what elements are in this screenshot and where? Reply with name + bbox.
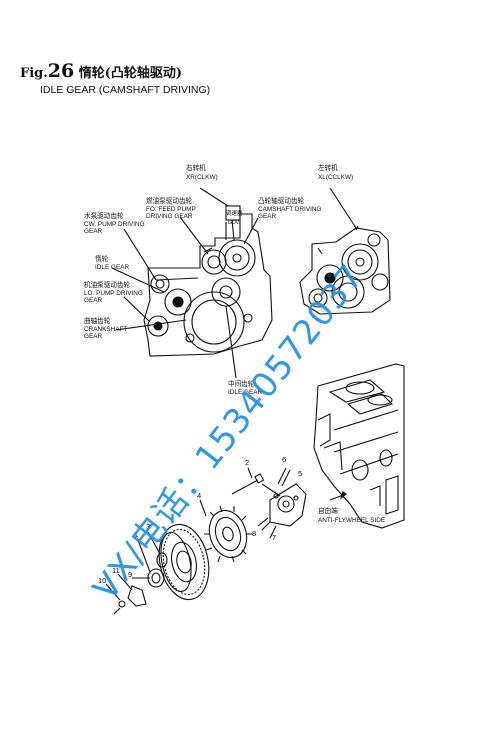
- label-right-rotation-en: XR(CLKW): [186, 174, 218, 181]
- part-number-10: 10: [98, 576, 107, 585]
- cw-pump-gear: [150, 274, 170, 294]
- label-left-rotation-cn: 左转机: [318, 164, 338, 172]
- label-governor: 调速器: [226, 211, 243, 217]
- label-intermediate-en: IDLE GEAR: [228, 389, 263, 396]
- figure-number: 26: [47, 60, 75, 82]
- label-intermediate-cn: 中间齿轮: [228, 380, 255, 388]
- part-number-6: 6: [282, 455, 287, 464]
- label-cw-pump-cn: 水泵驱动齿轮: [84, 212, 124, 220]
- crank-gear-xr: [183, 291, 245, 353]
- figure-subtitle: IDLE GEAR (CAMSHAFT DRIVING): [40, 84, 211, 96]
- label-lo-pump-en2: GEAR: [84, 297, 103, 304]
- figure-title-chinese: 惰轮(凸轮轴驱动): [78, 66, 183, 81]
- part-number-8: 8: [252, 529, 257, 538]
- shaft-housing: [269, 483, 307, 527]
- label-camshaft-en1: CAMSHAFT DRIVING: [258, 206, 322, 213]
- part-number-9: 9: [128, 570, 133, 579]
- label-cw-pump-en1: CW. PUMP DRIVING: [84, 221, 145, 228]
- label-fo-pump-cn: 燃油泵驱动齿轮: [146, 197, 193, 205]
- fo-pump-gear: [201, 249, 227, 275]
- label-crankshaft-en1: CRANKSHAFT: [84, 326, 128, 333]
- figure-prefix: Fig.: [20, 66, 48, 81]
- label-fo-pump-en2: DRIVING GEAR: [146, 213, 193, 220]
- cam-gear-xl: [341, 243, 379, 281]
- label-gov-small: GOV.: [228, 220, 241, 226]
- idle-gear-xl: [316, 264, 344, 292]
- part-number-1: 1: [134, 530, 139, 539]
- crank-gear-xl: [331, 275, 365, 309]
- label-lo-pump-en1: LO. PUMP DRIVING: [84, 290, 143, 297]
- label-cw-pump-en2: GEAR: [84, 228, 103, 235]
- bushing-part-3: [156, 552, 168, 568]
- label-idle-gear-en: IDLE GEAR: [95, 264, 130, 271]
- lo-pump-gear: [147, 315, 169, 337]
- label-anti-flywheel-cn: 自由端: [318, 507, 338, 515]
- part-number-11: 11: [112, 566, 120, 575]
- xr-housing-outline: [143, 213, 273, 357]
- part-number-5: 5: [298, 469, 303, 478]
- label-anti-flywheel-en: ANTI-FLYWHEEL SIDE: [318, 517, 386, 524]
- label-fo-pump-en1: FO. FEED PUMP: [146, 206, 196, 213]
- label-right-rotation-cn: 右转机: [186, 164, 206, 172]
- part-number-3: 3: [146, 522, 151, 531]
- label-camshaft-cn: 凸轮轴驱动齿轮: [258, 197, 305, 205]
- label-crankshaft-cn: 曲轴齿轮: [84, 317, 111, 325]
- engine-block: [313, 363, 405, 529]
- label-left-rotation-en: XL(CCLKW): [318, 174, 354, 181]
- label-lo-pump-cn: 机油泵驱动齿轮: [84, 281, 131, 289]
- part-number-4: 4: [197, 491, 202, 500]
- cam-gear-xr: [218, 239, 256, 277]
- figure-title: Fig.26 惰轮(凸轮轴驱动): [20, 60, 182, 82]
- gear-part-4: [208, 509, 248, 559]
- part-number-7: 7: [272, 533, 277, 542]
- label-idle-gear-cn: 惰轮: [95, 255, 109, 263]
- label-crankshaft-en2: GEAR: [84, 333, 103, 340]
- label-camshaft-en2: GEAR: [258, 213, 277, 220]
- part-number-2: 2: [245, 458, 250, 467]
- plate-part-11: [127, 585, 147, 607]
- governor-box: [225, 205, 241, 221]
- xl-housing-outline: [299, 227, 391, 315]
